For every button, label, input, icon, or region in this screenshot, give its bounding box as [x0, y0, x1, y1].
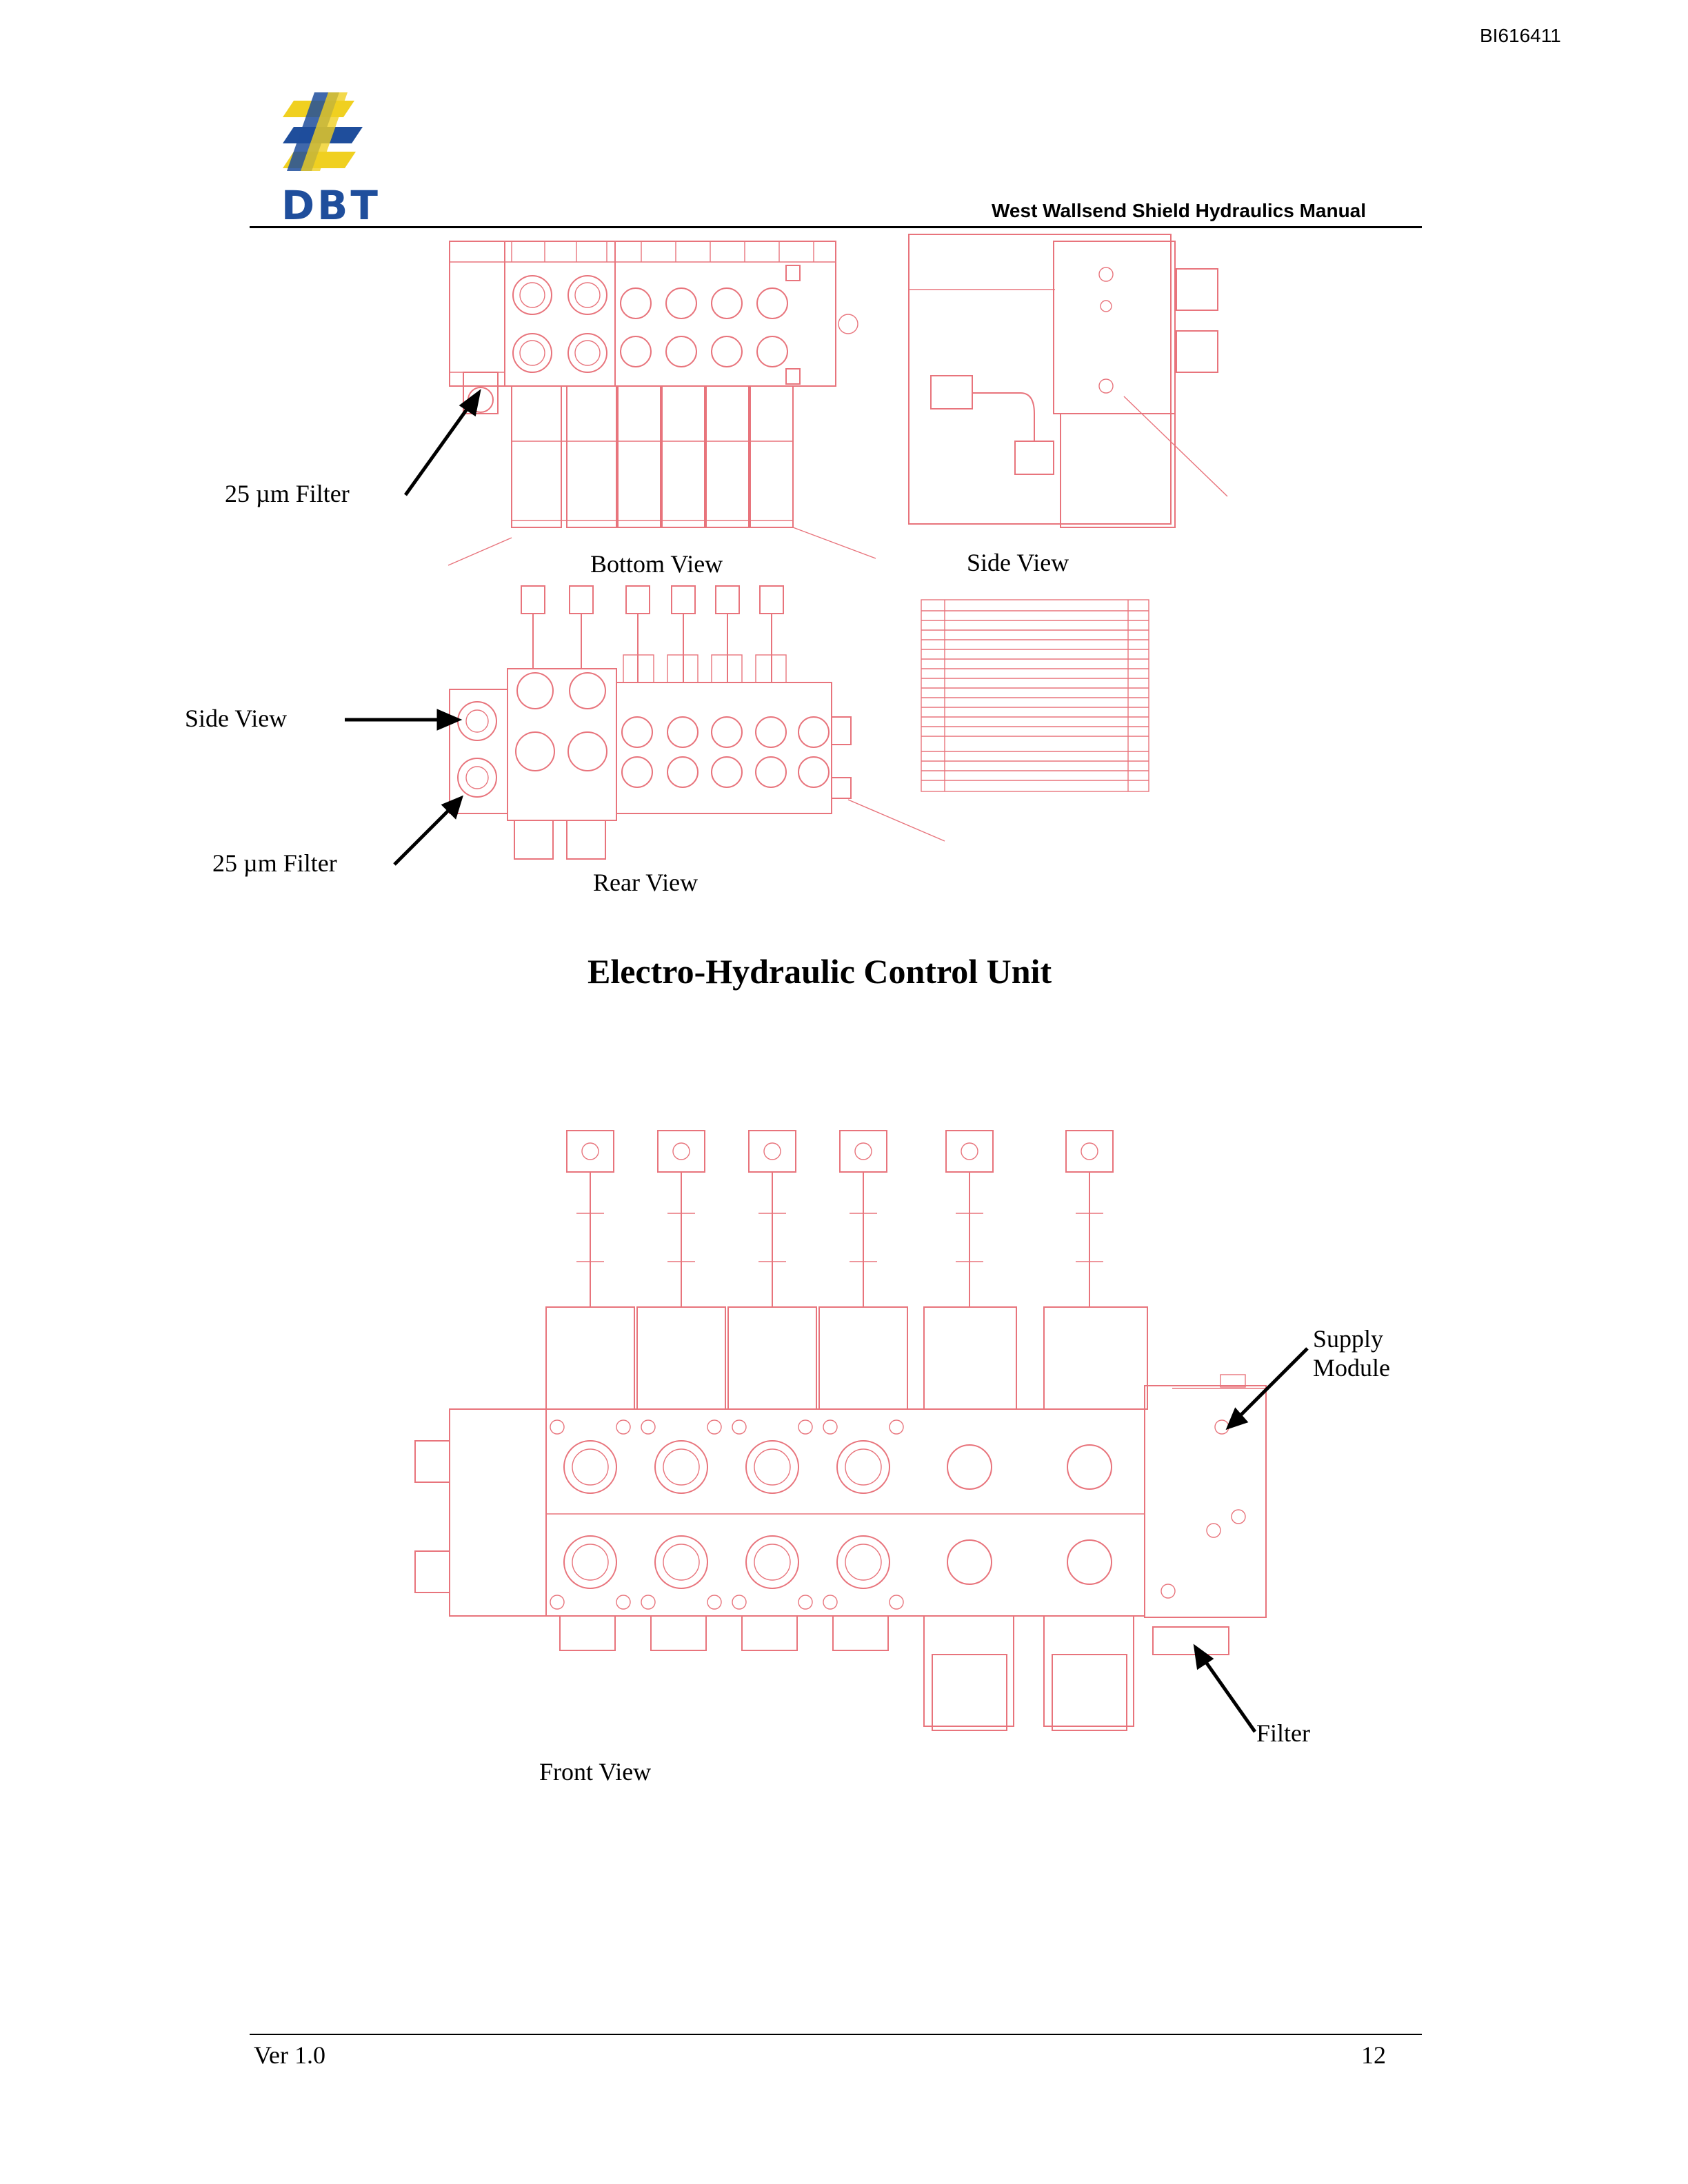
- dbt-logo-graphic: [283, 92, 363, 171]
- label-front-view: Front View: [539, 1758, 652, 1786]
- page-title: Electro-Hydraulic Control Unit: [587, 952, 1052, 991]
- connections-table-drawing: [921, 599, 1149, 792]
- label-bottom-view: Bottom View: [590, 550, 723, 578]
- bottom-view-drawing: [448, 241, 876, 566]
- footer-version: Ver 1.0: [254, 2041, 325, 2069]
- label-filter-right: Filter: [1256, 1719, 1310, 1747]
- rear-view-drawing: [449, 585, 945, 860]
- label-rear-view: Rear View: [593, 869, 699, 896]
- manual-title: West Wallsend Shield Hydraulics Manual: [992, 200, 1367, 221]
- header-rule: [250, 226, 1422, 228]
- arrow-filter-left: [393, 805, 454, 866]
- footer-page-number: 12: [1361, 2041, 1386, 2069]
- arrow-supply-module: [1236, 1347, 1309, 1420]
- label-side-view-left: Side View: [185, 705, 288, 732]
- front-view-drawing: [414, 1130, 1267, 1731]
- label-filter-top: 25 µm Filter: [225, 480, 350, 507]
- dbt-logo: DBT: [273, 88, 378, 229]
- arrow-filter-right: [1200, 1656, 1257, 1733]
- footer-rule: [250, 2034, 1422, 2035]
- dbt-logo-text: DBT: [281, 182, 381, 229]
- label-side-view-top: Side View: [967, 549, 1069, 576]
- side-view-top-drawing: [908, 234, 1228, 528]
- arrow-filter-top: [403, 401, 474, 496]
- label-filter-left: 25 µm Filter: [212, 849, 337, 877]
- document-id: BI616411: [1480, 25, 1561, 46]
- label-supply-module-line2: Module: [1313, 1354, 1390, 1382]
- callout-arrows: [345, 389, 1309, 1733]
- label-supply-module-line1: Supply: [1313, 1325, 1384, 1353]
